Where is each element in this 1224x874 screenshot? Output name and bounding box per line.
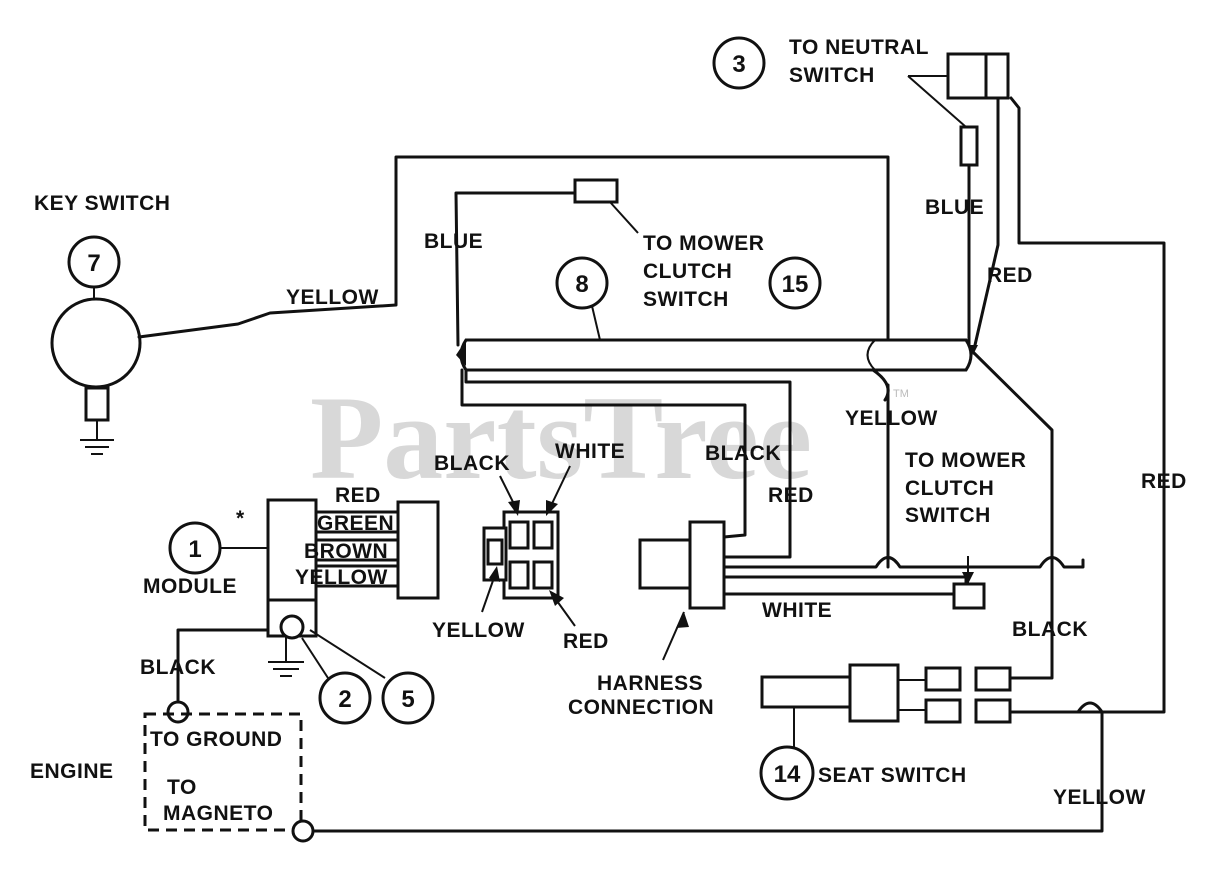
- harness-to-clutch-right: [722, 575, 968, 587]
- svg-text:3: 3: [732, 51, 745, 78]
- red-wire-right: [1008, 96, 1166, 714]
- white-harness-label: WHITE: [762, 599, 832, 622]
- callout-5: 5: [381, 671, 435, 725]
- mower-clutch-connector-right: [952, 582, 986, 610]
- red-neutral-label: RED: [987, 264, 1033, 287]
- connector-red-arrow: [549, 590, 564, 606]
- mower-clutch-connector-top: [573, 178, 619, 204]
- neutral-switch: [907, 52, 1010, 167]
- mower-clutch-top-line3: SWITCH: [643, 288, 729, 311]
- connector-black-label: BLACK: [434, 452, 510, 475]
- callout-5-leader: [309, 629, 386, 679]
- red-wire-neutral: [973, 96, 1000, 347]
- black-ground-label: BLACK: [140, 656, 216, 679]
- svg-text:15: 15: [782, 271, 809, 298]
- mower-clutch-right-line3: SWITCH: [905, 504, 991, 527]
- black-ground-wire: [176, 628, 270, 702]
- callout-1: 1: [168, 521, 222, 575]
- four-pin-connector: [482, 510, 560, 600]
- mower-clutch-right-arrow: [962, 572, 974, 584]
- mower-clutch-right-line1: TO MOWER: [905, 449, 1026, 472]
- blue-neutral-label: BLUE: [925, 196, 984, 219]
- harness-inner-wire-2: [464, 368, 792, 559]
- yellow-wire-key: [137, 155, 890, 340]
- black-wire-seat: [969, 348, 1054, 680]
- svg-text:1: 1: [188, 536, 201, 563]
- module: [266, 498, 440, 677]
- ground-terminal: [166, 700, 190, 724]
- seat-switch: [760, 663, 1012, 724]
- to-neutral-line1: TO NEUTRAL: [789, 36, 929, 59]
- callout-8-leader: [591, 305, 601, 341]
- harness-arrow: [456, 340, 466, 366]
- harness-inner-wire-1: [460, 368, 747, 539]
- module-red-label: RED: [335, 484, 381, 507]
- red-mid-label: RED: [768, 484, 814, 507]
- svg-text:7: 7: [87, 250, 100, 277]
- harness-leader-arrow: [676, 612, 689, 628]
- magneto-terminal: [291, 819, 315, 843]
- to-neutral-line2: SWITCH: [789, 64, 875, 87]
- key-switch: [50, 287, 142, 455]
- svg-text:2: 2: [338, 686, 351, 713]
- to-magneto-line1: TO: [167, 776, 197, 799]
- callout-15: 15: [768, 256, 822, 310]
- black-seat-label: BLACK: [1012, 618, 1088, 641]
- connector-yellow-label: YELLOW: [432, 619, 525, 642]
- to-ground-label: TO GROUND: [150, 728, 282, 751]
- mower-clutch-top-line2: CLUTCH: [643, 260, 732, 283]
- harness-line1: HARNESS: [597, 672, 703, 695]
- yellow-bottom-label: YELLOW: [1053, 786, 1146, 809]
- mower-clutch-top-line1: TO MOWER: [643, 232, 764, 255]
- callout-8: 8: [555, 256, 609, 310]
- harness-line2: CONNECTION: [568, 696, 714, 719]
- harness-connection: [638, 520, 726, 610]
- red-right-label: RED: [1141, 470, 1187, 493]
- blue-top-label: BLUE: [424, 230, 483, 253]
- callout-14: 14: [759, 745, 815, 801]
- connector-white-arrow: [546, 500, 558, 516]
- harness-bundle: [459, 338, 973, 372]
- engine-label: ENGINE: [30, 760, 114, 783]
- callout-3: 3: [712, 36, 766, 90]
- watermark: PartsTree: [310, 371, 812, 504]
- mower-clutch-leader-top: [609, 201, 639, 234]
- engine-box: [143, 712, 303, 832]
- yellow-bottom-wire: [311, 701, 1104, 833]
- module-green-label: GREEN: [317, 512, 394, 535]
- callout-2: 2: [318, 671, 372, 725]
- module-brown-label: BROWN: [304, 540, 388, 563]
- callout-7: 7: [67, 235, 121, 289]
- to-magneto-line2: MAGNETO: [163, 802, 273, 825]
- watermark-tm: TM: [893, 388, 909, 400]
- svg-text:5: 5: [401, 686, 414, 713]
- yellow-wire-mid: [871, 368, 890, 402]
- svg-text:14: 14: [774, 761, 801, 788]
- module-asterisk: *: [236, 507, 245, 530]
- connector-red-label: RED: [563, 630, 609, 653]
- neutral-arrow: [969, 345, 978, 355]
- yellow-mid-label: YELLOW: [845, 407, 938, 430]
- key-switch-label: KEY SWITCH: [34, 192, 170, 215]
- module-yellow-label: YELLOW: [295, 566, 388, 589]
- seat-switch-label: SEAT SWITCH: [818, 764, 967, 787]
- connector-black-arrow: [508, 500, 520, 516]
- connector-yellow-arrow: [489, 566, 500, 582]
- connector-white-label: WHITE: [555, 440, 625, 463]
- callout-2-leader: [301, 637, 329, 679]
- svg-text:8: 8: [575, 271, 588, 298]
- harness-yellow-to-right: [722, 556, 1085, 569]
- yellow-key-label: YELLOW: [286, 286, 379, 309]
- mower-clutch-right-line2: CLUTCH: [905, 477, 994, 500]
- blue-wire-mower-clutch: [454, 191, 577, 347]
- black-mid-label: BLACK: [705, 442, 781, 465]
- module-label: MODULE: [143, 575, 237, 598]
